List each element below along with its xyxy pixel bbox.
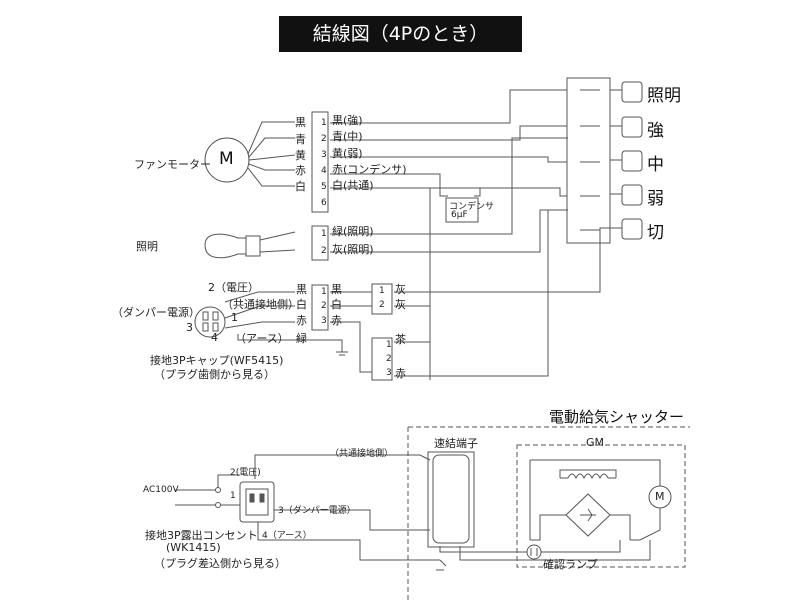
cap-pin3-label: 3: [186, 321, 193, 334]
light-terminal-2: 2: [321, 246, 327, 256]
motor-terminal-3: 3: [321, 150, 327, 160]
switch-label-medium: 中: [647, 155, 664, 175]
ac100v-label: AC100V: [143, 485, 179, 495]
capacitor: [445, 197, 479, 223]
cap-plug-view: （プラグ歯側から見る）: [154, 368, 275, 381]
motor-symbol-letter: M: [219, 149, 234, 169]
capacitor-label: コンデンサ: [449, 202, 495, 212]
damper-bottom-terminal-2: 2: [386, 354, 392, 364]
damper-top-output-1: 灰: [395, 283, 406, 296]
cap-output-2: 白: [331, 298, 342, 311]
damper-bottom-terminal-3: 3: [386, 368, 392, 378]
cap-wire-4: 緑: [296, 332, 307, 345]
cap-pin1-label: 1: [231, 311, 238, 324]
gm-motor-letter: M: [655, 490, 665, 503]
light-output-2: 灰(照明): [332, 243, 374, 256]
damper-top-terminal-2: 2: [379, 300, 385, 310]
shutter-common-ground: （共通接地側）: [330, 449, 394, 459]
outlet-model: (WK1415): [166, 541, 221, 554]
cap-output-1: 黒: [331, 283, 342, 296]
confirm-lamp-symbol: [526, 544, 542, 560]
switch-label-off: 切: [647, 223, 664, 243]
motor-output-4: 赤(コンデンサ): [332, 163, 407, 176]
cap-terminal-1: 1: [321, 287, 327, 297]
damper-bottom-output: 赤: [395, 367, 406, 380]
cap-pin2-label: 2（電圧）: [208, 281, 259, 294]
outlet-voltage-label: 2(電圧): [230, 468, 261, 478]
outlet-damper-label: 3（ダンパー電源）: [278, 506, 356, 516]
motor-output-3: 黄(弱): [332, 147, 363, 160]
damper-bottom-terminal-1: 1: [386, 340, 392, 350]
capacitor-value: 6μF: [451, 210, 468, 220]
motor-wire-2: 青: [295, 133, 306, 146]
gm-dashed-box: [516, 444, 686, 568]
motor-terminal-block: [311, 111, 329, 213]
cap-wire-2: 白: [296, 298, 307, 311]
outlet-name: 接地3P露出コンセント: [145, 529, 258, 542]
motor-wire-5: 白: [295, 180, 306, 193]
damper-top-terminal-1: 1: [379, 286, 385, 296]
motor-output-2: 青(中): [332, 130, 363, 143]
outlet-pin1-label: 1: [230, 491, 236, 501]
cap-plug-name: 接地3Pキャップ(WF5415): [150, 354, 284, 367]
gm-label: GM: [586, 436, 605, 449]
damper-block-lower: [371, 337, 393, 381]
motor-label: ファンモーター: [134, 158, 211, 171]
light-output-1: 緑(照明): [332, 225, 374, 238]
cap-terminal-block: [311, 284, 329, 331]
light-terminal-1: 1: [321, 229, 327, 239]
light-terminal-block: [311, 225, 329, 261]
cap-terminal-3: 3: [321, 316, 327, 326]
motor-output-5: 白(共通): [332, 179, 374, 192]
switch-label-strong: 強: [647, 121, 664, 141]
cap-wire-1: 黒: [296, 283, 307, 296]
cap-wire-3: 赤: [296, 314, 307, 327]
motor-terminal-1: 1: [321, 118, 327, 128]
cap-damper-label: （ダンパー電源）: [112, 306, 200, 319]
damper-top-output-2: 灰: [395, 298, 406, 311]
motor-wire-3: 黄: [295, 149, 306, 162]
outlet-view: （プラグ差込側から見る）: [154, 557, 286, 570]
page-title: 結線図（4Pのとき）: [279, 16, 522, 52]
damper-block-upper: [371, 283, 393, 315]
motor-wire-1: 黒: [295, 116, 306, 129]
motor-output-1: 黒(強): [332, 114, 363, 127]
switch-label-light: 照明: [647, 86, 681, 106]
outlet-earth-label: 4（アース）: [262, 531, 312, 541]
light-label: 照明: [136, 240, 158, 253]
damper-bottom-header: 茶: [395, 333, 406, 346]
motor-wire-4: 赤: [295, 164, 306, 177]
cap-pin4-label: 4: [211, 331, 218, 344]
cap-terminal-2: 2: [321, 301, 327, 311]
motor-terminal-4: 4: [321, 166, 327, 176]
switch-label-weak: 弱: [647, 189, 664, 209]
switch-box: [566, 77, 611, 244]
cap-common-label: （共通接地側）: [222, 298, 299, 311]
cap-output-3: 赤: [331, 314, 342, 327]
motor-terminal-5: 5: [321, 182, 327, 192]
shutter-dashed-frame: [407, 426, 690, 600]
motor-terminal-2: 2: [321, 134, 327, 144]
motor-terminal-6: 6: [321, 198, 327, 208]
cap-earth-label: （アース）: [235, 332, 289, 345]
confirm-lamp-label: 確認ランプ: [543, 558, 598, 571]
light-bulb-symbol: [204, 233, 247, 259]
shutter-title: 電動給気シャッター: [549, 408, 685, 426]
quick-terminal-label: 速結端子: [434, 437, 478, 450]
